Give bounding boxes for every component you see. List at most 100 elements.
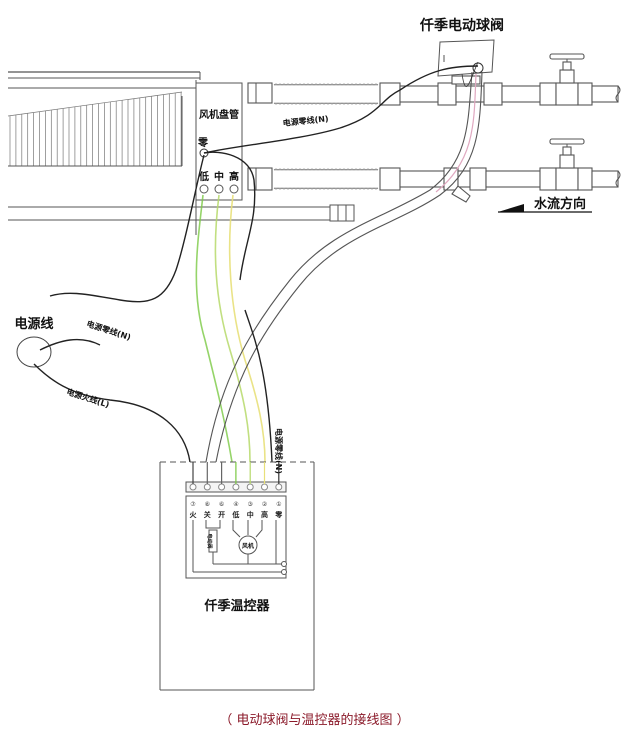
power-plug-circle (16, 336, 52, 368)
hose-ridge (277, 168, 283, 190)
fan-coil-label: 风机盘管 (199, 108, 239, 121)
thermostat-label: 仟季温控器 (203, 598, 270, 614)
valve-cable-conduit (205, 61, 483, 463)
hose-ridge (309, 168, 315, 190)
power-cord: 电源线 (14, 316, 54, 368)
hose-ridge (337, 168, 343, 190)
valve-label: 仟季电动球阀 (419, 17, 504, 34)
flexible-hose-bottom (273, 168, 379, 190)
mid-speed-wire (214, 194, 251, 463)
flexible-hose-top (273, 83, 379, 105)
svg-text:风机: 风机 (242, 542, 254, 550)
hose-ridge (325, 83, 331, 105)
hose-ridge (285, 83, 291, 105)
terminal-screw (189, 483, 197, 491)
hose-ridge (341, 83, 347, 105)
water-flow-indicator: 水流方向 (498, 196, 592, 213)
fan-zero-label: 零 (197, 136, 209, 149)
hose-ridge (329, 83, 335, 105)
terminal-number: ③ (248, 501, 253, 508)
hose-ridge (333, 83, 339, 105)
hose-ridge (301, 168, 307, 190)
hose-ridge (365, 83, 371, 105)
terminal-label: 低 (231, 510, 239, 519)
hose-ridge (373, 83, 379, 105)
neutral-wire-thermostat (244, 309, 273, 463)
hose-ridge (285, 168, 291, 190)
hose-ridge (281, 168, 287, 190)
hose-ridge (293, 83, 299, 105)
fan-coil-unit (7, 71, 355, 235)
hose-ridge (369, 83, 375, 105)
low-speed-wire (195, 194, 233, 463)
hose-ridge (353, 83, 359, 105)
return-pipe (247, 138, 621, 203)
hose-ridge (309, 83, 315, 105)
hose-ridge (357, 83, 363, 105)
hose-ridge (361, 168, 367, 190)
terminal-number: ④ (233, 501, 238, 508)
neutral-loop-right (203, 151, 256, 281)
neutral-top-label: 电源零线(N) (282, 113, 329, 128)
hose-ridge (341, 168, 347, 190)
fan-speed-wires (195, 194, 266, 463)
hose-ridge (305, 168, 311, 190)
thermostat-inner-panel (185, 495, 287, 579)
terminal-label: 高 (261, 510, 268, 519)
fan-low-label: 低 (198, 170, 209, 183)
handwheel-top (549, 53, 585, 60)
strainer (451, 185, 471, 203)
terminal-number: ⑥ (219, 501, 224, 508)
terminal-number: ① (276, 501, 281, 508)
terminal-screw (218, 483, 226, 491)
mid-terminal (214, 184, 224, 194)
coil-grille (7, 91, 183, 166)
hose-ridge (321, 83, 327, 105)
power-cord-label: 电源线 (14, 316, 53, 332)
hose-ridge (325, 168, 331, 190)
hose-ridge (353, 168, 359, 190)
hose-ridge (277, 83, 283, 105)
high-terminal (229, 184, 239, 194)
terminal-screw (203, 483, 211, 491)
terminal-number: ⑦ (190, 501, 196, 508)
neutral-wire-power (49, 154, 205, 303)
terminal-screw (246, 483, 254, 491)
hose-ridge (333, 168, 339, 190)
hose-ridge (289, 168, 295, 190)
hose-ridge (305, 83, 311, 105)
hose-ridge (297, 168, 303, 190)
live-left-label: 电源火线(L) (65, 386, 110, 409)
hose-ridge (313, 83, 319, 105)
hose-ridge (289, 83, 295, 105)
electric-ball-valve: 仟季电动球阀 (419, 17, 504, 85)
terminal-screw (261, 483, 268, 491)
svg-text:电动阀: 电动阀 (206, 533, 213, 548)
hose-ridge (281, 83, 287, 105)
terminal-number: ② (262, 501, 268, 508)
water-flow-label: 水流方向 (534, 196, 586, 212)
low-terminal (199, 184, 209, 194)
hose-ridge (321, 168, 327, 190)
terminal-label: 火 (190, 511, 198, 519)
hose-ridge (337, 83, 343, 105)
hose-ridge (273, 83, 279, 105)
neutral-wire-valve (203, 65, 479, 154)
hose-ridge (349, 83, 355, 105)
hose-ridge (373, 168, 379, 190)
hose-ridge (317, 83, 323, 105)
hose-ridge (365, 168, 371, 190)
terminal-number: ⑧ (205, 501, 210, 508)
hose-ridge (329, 168, 335, 190)
hose-ridge (313, 168, 319, 190)
supply-pipe (247, 53, 621, 106)
fan-coil-junction-box: 风机盘管 零 低 中 高 (195, 82, 243, 201)
fan-mid-label: 中 (214, 170, 224, 183)
hose-ridge (357, 168, 363, 190)
terminal-label: 零 (274, 510, 283, 519)
terminal-label: 关 (204, 510, 211, 519)
neutral-left-label: 电源零线(N) (85, 318, 132, 342)
terminal-label: 中 (247, 510, 254, 519)
hose-ridge (317, 168, 323, 190)
